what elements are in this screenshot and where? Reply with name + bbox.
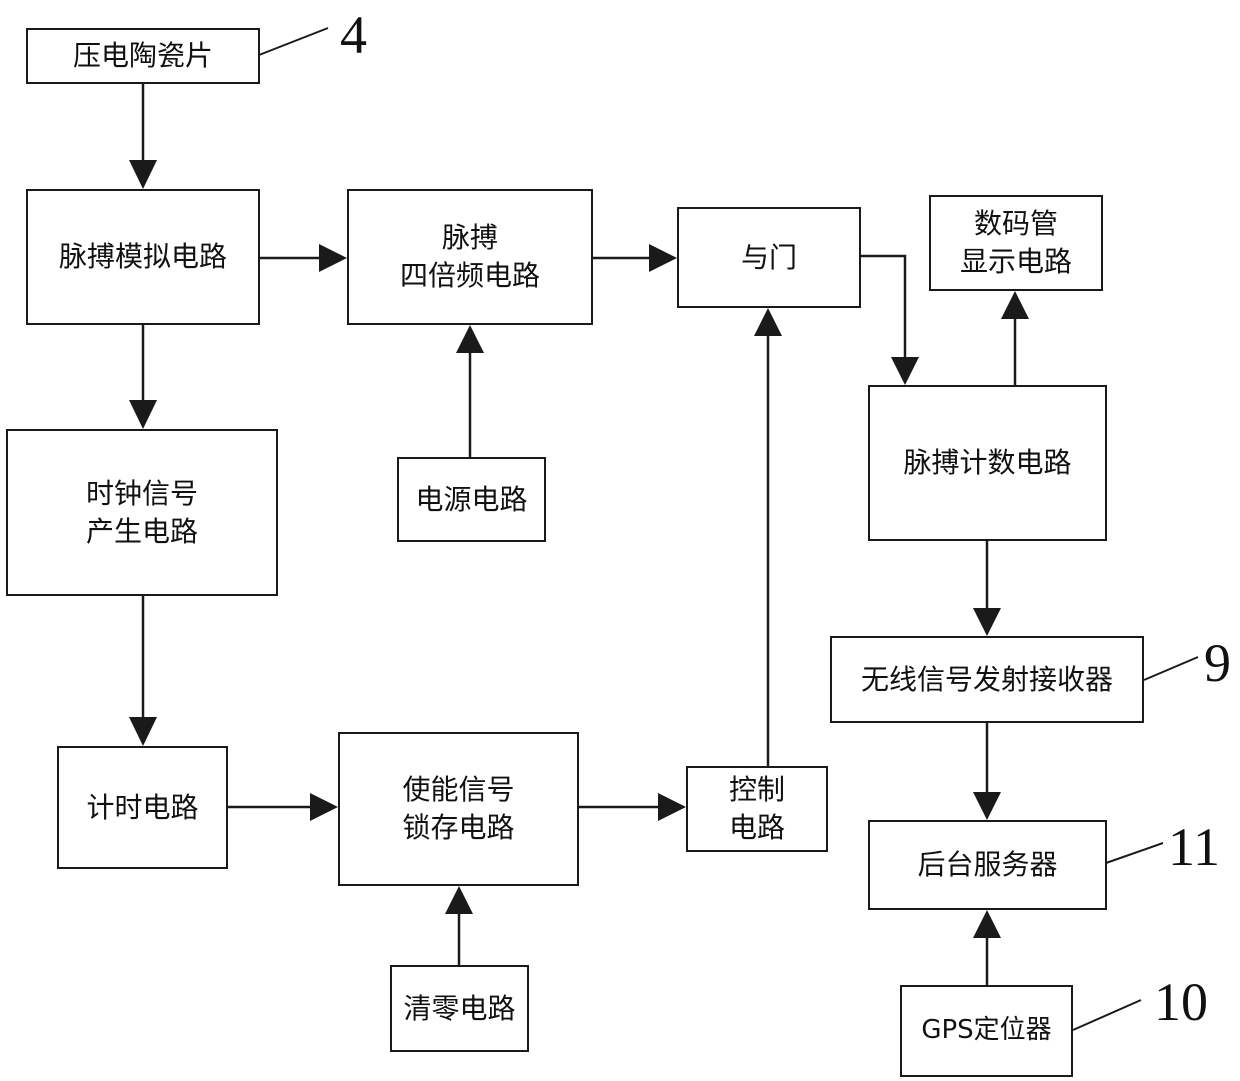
block-label: GPS定位器 [921,1013,1051,1048]
block-label: 清零电路 [403,990,515,1028]
arrowhead-gps-to-server [973,910,1001,938]
callout-4: 4 [340,8,367,62]
block-label: 脉搏计数电路 [903,444,1071,482]
arrowhead-pulse-sim-to-quad [319,244,347,272]
block-label-line-1: 脉搏 [442,219,498,257]
arrowhead-control-to-and [754,308,782,336]
block-gps: GPS定位器 [900,985,1073,1077]
arrow-and-to-counter [861,256,905,362]
arrowhead-quad-to-and [649,244,677,272]
callout-leader-10 [1073,1000,1141,1030]
block-control: 控制 电路 [686,766,828,852]
block-clock-signal: 时钟信号 产生电路 [6,429,278,596]
callout-leader-4 [259,28,328,55]
block-label: 脉搏模拟电路 [59,238,227,276]
block-label-line-1: 数码管 [974,205,1058,243]
block-label-line-1: 控制 [729,771,785,809]
block-label-line-1: 时钟信号 [86,475,198,513]
block-label-line-2: 四倍频电路 [400,257,540,295]
arrowhead-counter-to-display [1001,291,1029,319]
arrowhead-pulse-sim-to-clock [129,400,157,429]
arrowhead-and-to-counter [891,357,919,385]
callout-9: 9 [1204,636,1231,690]
arrowhead-latch-to-control [658,793,686,821]
block-label: 计时电路 [86,789,198,827]
callout-leader-9 [1144,657,1198,680]
block-timer: 计时电路 [57,746,228,869]
arrowhead-reset-to-latch [445,886,473,914]
callout-11: 11 [1168,820,1220,874]
arrowhead-counter-to-wireless [973,608,1001,636]
block-reset: 清零电路 [390,965,529,1052]
block-label: 电源电路 [415,481,527,519]
block-pulse-simulation: 脉搏模拟电路 [26,189,260,325]
block-label: 后台服务器 [917,846,1057,884]
block-label: 压电陶瓷片 [73,37,213,75]
arrowhead-wireless-to-server [973,792,1001,820]
block-backend-server: 后台服务器 [868,820,1107,910]
callout-10: 10 [1154,975,1208,1029]
block-label: 与门 [741,239,797,277]
block-label-line-2: 产生电路 [86,513,198,551]
arrowhead-clock-to-timer [129,717,157,746]
callout-leader-11 [1106,843,1163,863]
block-label-line-1: 使能信号 [402,771,514,809]
block-label-line-2: 电路 [729,809,785,847]
arrowhead-power-to-quad [456,325,484,353]
block-label-line-2: 显示电路 [960,243,1072,281]
block-power-supply: 电源电路 [397,457,546,542]
block-wireless-transceiver: 无线信号发射接收器 [830,636,1144,723]
block-enable-latch: 使能信号 锁存电路 [338,732,579,886]
block-digital-display: 数码管 显示电路 [929,195,1103,291]
arrowhead-piezo-to-pulse-sim [129,160,157,189]
block-pulse-quad-frequency: 脉搏 四倍频电路 [347,189,593,325]
block-and-gate: 与门 [677,207,861,308]
block-label: 无线信号发射接收器 [861,661,1113,699]
arrowhead-timer-to-latch [310,793,338,821]
block-pulse-counter: 脉搏计数电路 [868,385,1107,541]
block-label-line-2: 锁存电路 [402,809,514,847]
block-piezo-ceramic: 压电陶瓷片 [26,28,260,84]
